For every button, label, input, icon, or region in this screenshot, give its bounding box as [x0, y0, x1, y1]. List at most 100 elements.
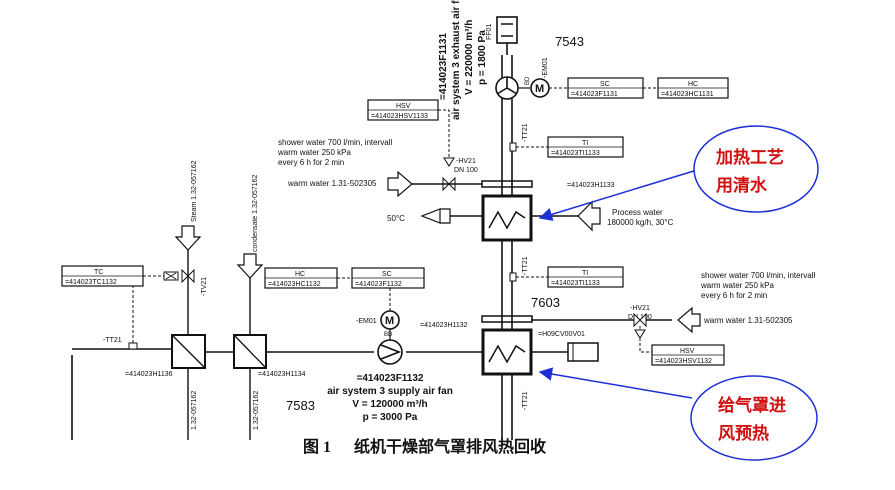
heat-exchanger-bottom	[481, 328, 533, 376]
svg-text:HSV: HSV	[396, 103, 411, 110]
callout-bottom-line2: 风预热	[718, 423, 769, 444]
warm-water-left: warm water 1.31-502305	[287, 179, 377, 188]
supply-motor-tag: -EM01	[356, 318, 377, 325]
hx-mid-tag: =414023H1132	[420, 322, 468, 329]
tv21-valve	[143, 271, 179, 281]
svg-text:shower water 700 l/min, interv: shower water 700 l/min, intervall	[278, 138, 392, 147]
svg-text:=414023HC1132: =414023HC1132	[268, 281, 321, 288]
vert-left1: 1.32-057162	[191, 391, 198, 430]
svg-text:TC: TC	[94, 269, 103, 276]
warm-water-right: warm water 1.31-502305	[703, 316, 793, 325]
svg-text:=414023TI1133: =414023TI1133	[551, 280, 600, 287]
shower-water-right: shower water 700 l/min, intervall warm w…	[700, 271, 815, 300]
hx-left2-tag: =414023H1134	[258, 371, 306, 378]
tt21-mid: -TT21	[522, 256, 529, 275]
dn100-left: DN 100	[454, 167, 478, 174]
steam-label: Steam 1.32-057162	[191, 160, 198, 222]
svg-text:HSV: HSV	[680, 348, 695, 355]
heat-exchanger-left-1	[171, 334, 206, 369]
heat-exchanger-top	[481, 194, 533, 242]
exhaust-fan-icon	[495, 76, 519, 100]
svg-text:air system 3 supply air fan: air system 3 supply air fan	[327, 386, 453, 397]
hv21-left: -HV21	[456, 158, 476, 165]
svg-text:=414023F1132: =414023F1132	[355, 281, 402, 288]
svg-text:=414023HC1131: =414023HC1131	[661, 91, 714, 98]
box-ti-top: TI =414023TI1133	[547, 136, 624, 158]
box-sc-top: SC =414023F1131	[567, 77, 644, 99]
svg-text:=414023TC1132: =414023TC1132	[65, 279, 117, 286]
tt21-sensor-mid	[509, 272, 517, 282]
warm-water-left-arrow	[387, 170, 482, 198]
box-tc-left: TC =414023TC1132	[61, 265, 144, 287]
svg-text:V = 120000 m³/h: V = 120000 m³/h	[352, 399, 427, 410]
h09-tag: =H09CV00V01	[538, 331, 585, 338]
tt21-left: -TT21	[103, 337, 122, 344]
callout-bottom: 给气罩进 风预热	[538, 367, 818, 461]
figure-caption: 纸机干燥部气罩排风热回收	[354, 437, 546, 456]
tt21-bottom: -TT21	[522, 391, 529, 410]
box-ti-mid: TI =414023TI1133	[547, 266, 624, 288]
svg-text:M: M	[535, 83, 544, 95]
temp-50c: 50°C	[387, 214, 405, 223]
hx-top-tag: =414023H1133	[567, 182, 615, 189]
svg-text:HC: HC	[688, 81, 698, 88]
supply-motor-icon: M	[380, 310, 400, 330]
valve-hv21-left	[442, 157, 456, 192]
exhaust-motor-tag: -EM01	[542, 57, 549, 78]
vert-left2: 1.32-057162	[253, 391, 260, 430]
svg-text:p = 3000 Pa: p = 3000 Pa	[363, 412, 418, 423]
box-sc-mid: SC =414023F1132	[351, 267, 425, 289]
process-water-label: Process water 180000 kg/h, 30°C	[607, 208, 674, 227]
h09-device	[531, 342, 599, 362]
callout-top-line1: 加热工艺	[715, 147, 784, 168]
tt21-sensor-left	[128, 286, 138, 350]
box-hc-top: HC =414023HC1131	[657, 77, 729, 99]
svg-text:=414023HSV1132: =414023HSV1132	[655, 358, 712, 365]
condensate-label: condensate 1.32-057162	[252, 174, 259, 252]
box-hc-mid: HC =414023HC1132	[264, 267, 338, 289]
box-hsv-right: HSV =414023HSV1132	[651, 344, 725, 366]
svg-text:Process water: Process water	[612, 208, 663, 217]
supply-fan-spec: =414023F1132 air system 3 supply air fan…	[327, 373, 453, 423]
supply-bd: BD	[384, 332, 393, 338]
exhaust-motor-icon: M	[530, 78, 550, 98]
svg-text:=414023TI1133: =414023TI1133	[551, 150, 600, 157]
tt21-sensor-top	[509, 142, 517, 152]
svg-text:TI: TI	[582, 140, 588, 147]
callout-bottom-line1: 给气罩进	[718, 395, 786, 416]
exhaust-duct	[501, 55, 513, 440]
svg-text:air system 3 exhaust air fan: air system 3 exhaust air fan	[451, 0, 462, 120]
hv21-right: -HV21	[630, 305, 650, 312]
number-7583: 7583	[286, 398, 315, 413]
steam-pipe	[174, 225, 202, 440]
hsv-signal-line	[438, 109, 450, 158]
tv21-label: -TV21	[201, 277, 208, 296]
svg-text:180000 kg/h, 30°C: 180000 kg/h, 30°C	[607, 218, 674, 227]
number-7543: 7543	[555, 34, 584, 49]
svg-text:warm water 250 kPa: warm water 250 kPa	[277, 148, 351, 157]
figure-label: 图 1	[303, 438, 331, 456]
svg-text:every 6 h for 2 min: every 6 h for 2 min	[701, 291, 767, 300]
svg-text:warm water 250 kPa: warm water 250 kPa	[700, 281, 774, 290]
box-hsv-top: HSV =414023HSV1133	[367, 99, 439, 121]
svg-text:SC: SC	[600, 81, 610, 88]
svg-text:=414023F1131: =414023F1131	[571, 91, 618, 98]
damper-ff01	[496, 16, 518, 55]
tt21-top: -TT21	[522, 123, 529, 142]
hx-left1-tag: =414023H1136	[125, 371, 173, 378]
svg-text:every 6 h for 2 min: every 6 h for 2 min	[278, 158, 344, 167]
warm-water-right-arrow	[677, 306, 701, 334]
number-7603: 7603	[531, 295, 560, 310]
exhaust-bd: BD	[525, 76, 531, 85]
condensate-pipe	[236, 253, 264, 440]
supply-duct	[71, 348, 483, 440]
svg-text:V = 220000 m³/h: V = 220000 m³/h	[464, 20, 475, 95]
svg-text:=414023HSV1133: =414023HSV1133	[371, 113, 428, 120]
svg-text:SC: SC	[382, 271, 392, 278]
svg-text:HC: HC	[295, 271, 305, 278]
callout-top-line2: 用清水	[716, 175, 768, 196]
svg-text:=414023F1131: =414023F1131	[438, 33, 449, 100]
svg-text:TI: TI	[582, 270, 588, 277]
heat-exchanger-left-2	[233, 334, 267, 369]
